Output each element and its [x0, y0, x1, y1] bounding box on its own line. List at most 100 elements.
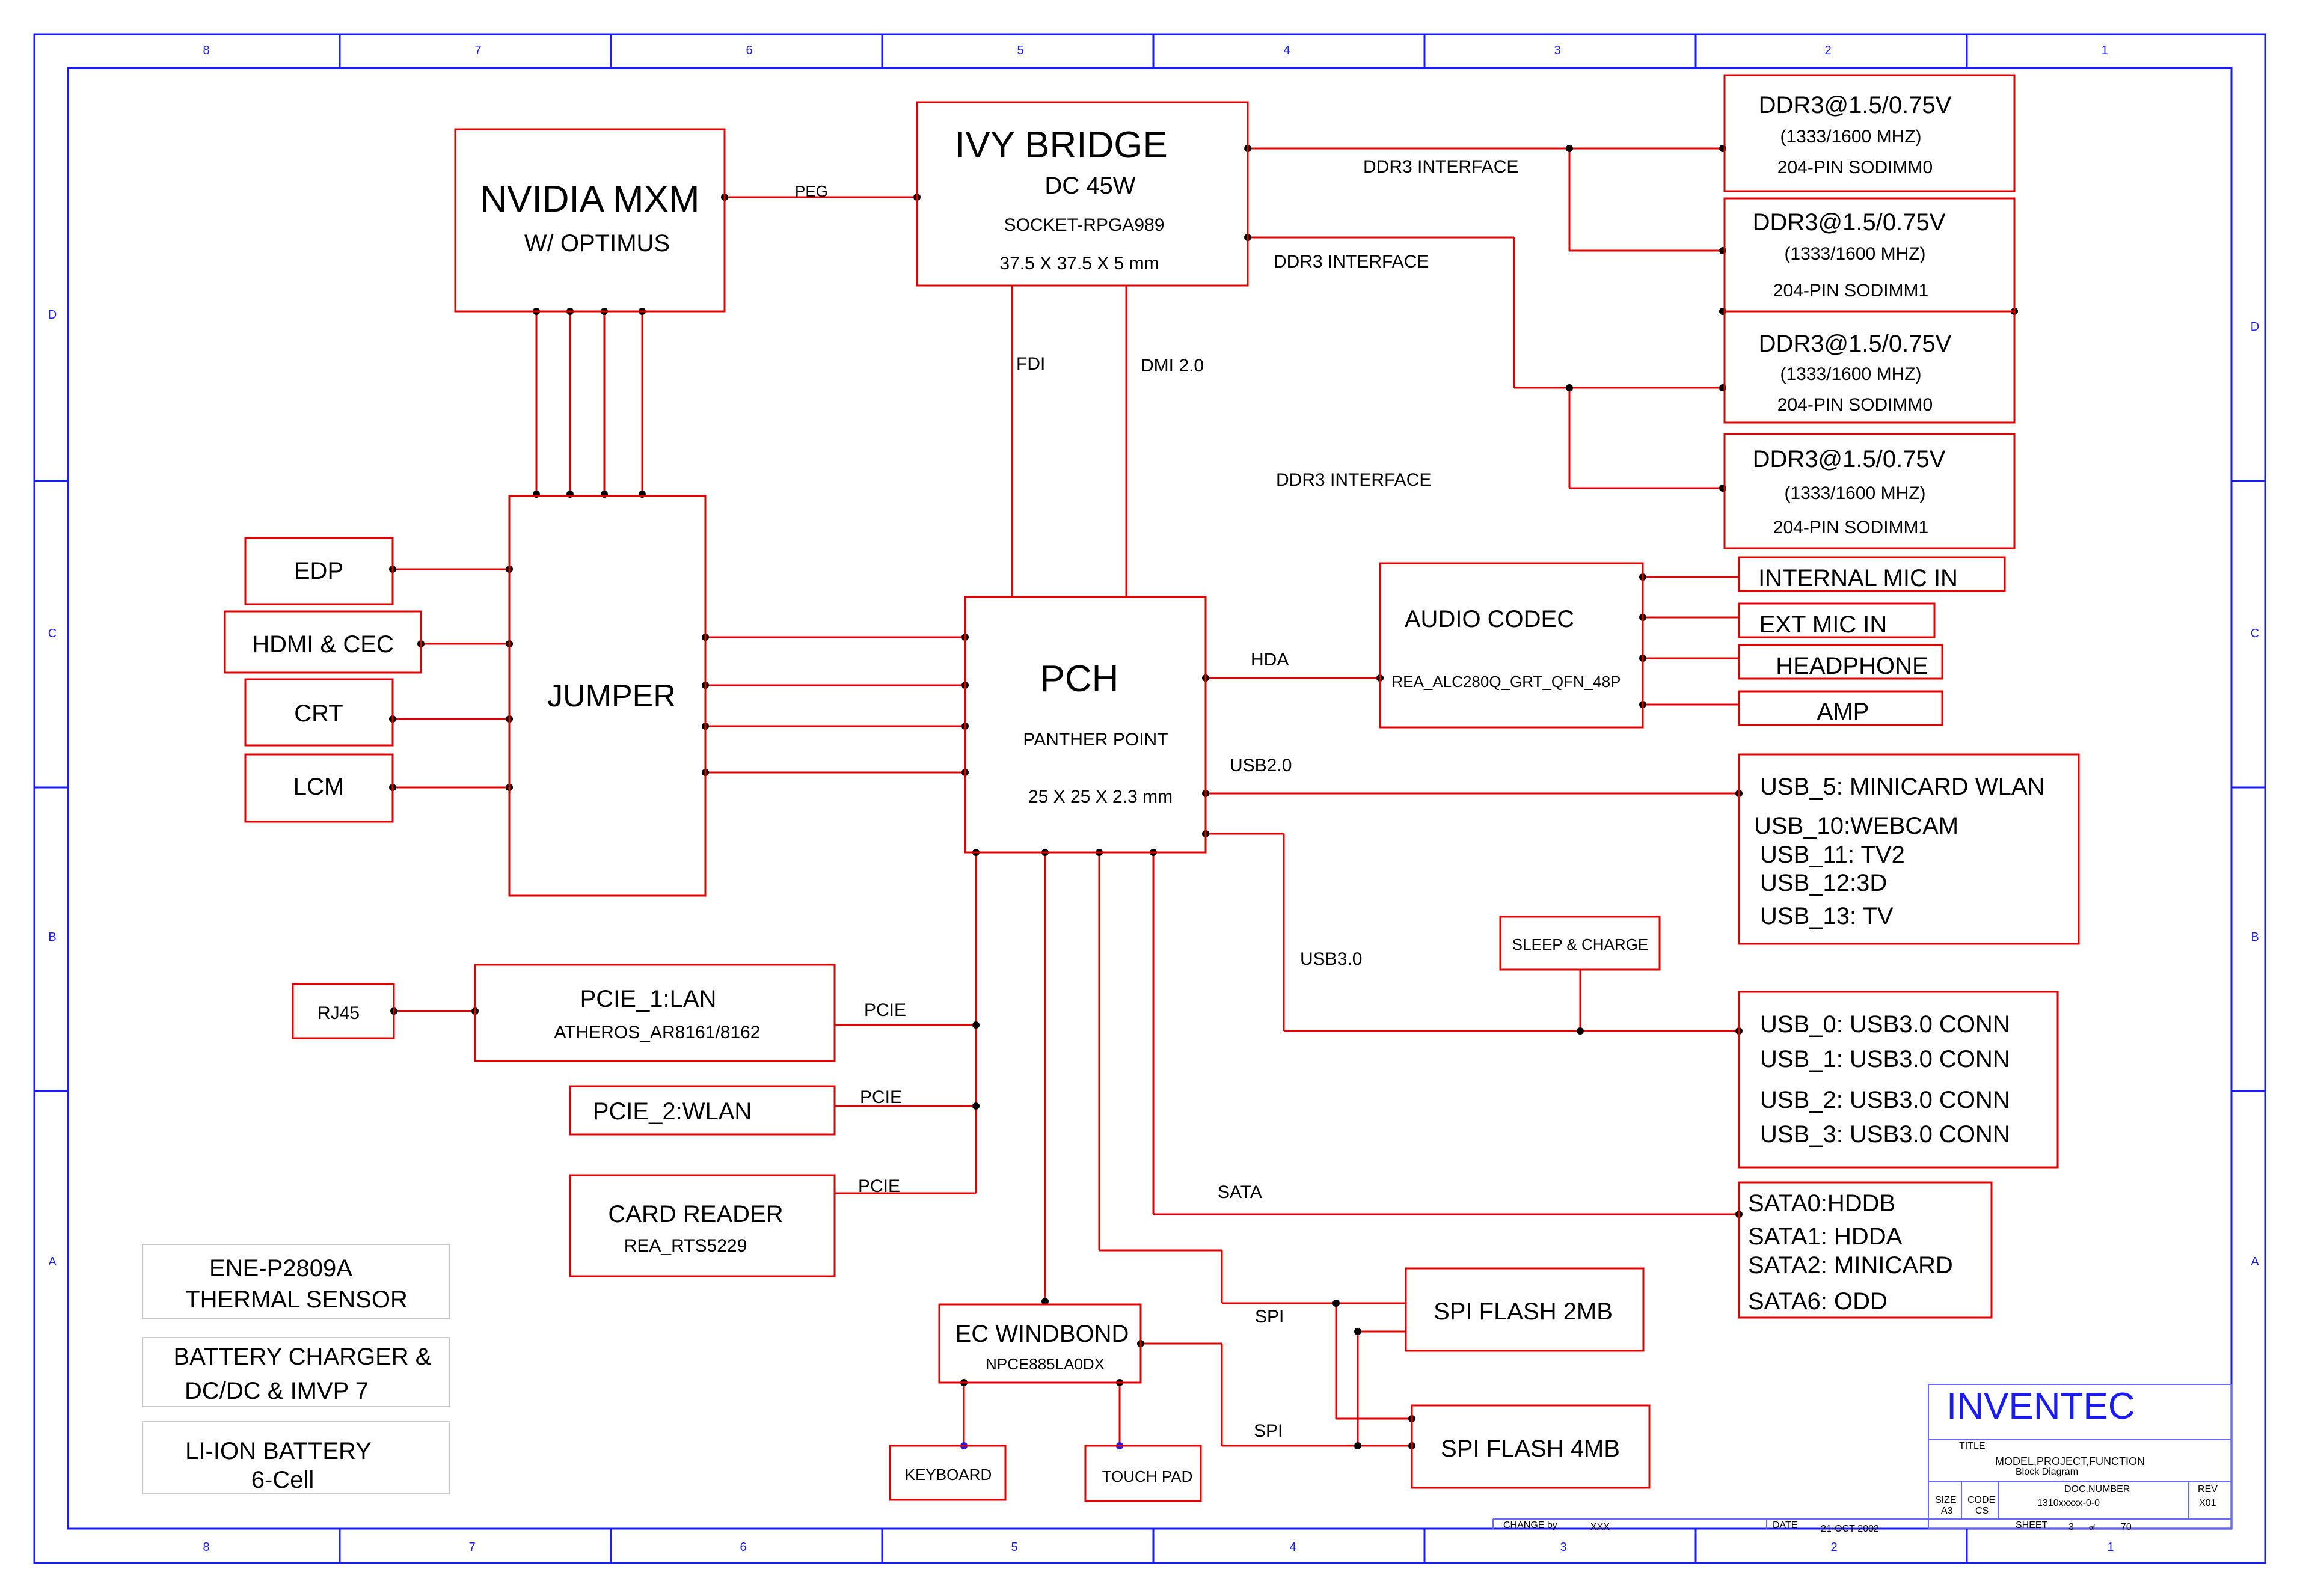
zone-label-row: A [2251, 1255, 2259, 1268]
signal-labels: PEG DDR3 INTERFACE DDR3 INTERFACE DDR3 I… [795, 157, 1518, 1441]
ext-mic-label: EXT MIC IN [1759, 611, 1888, 638]
nvidia-mxm-block: NVIDIA MXM W/ OPTIMUS [454, 128, 726, 313]
drawing-subtitle: Block Diagram [2016, 1467, 2078, 1477]
code-value: CS [1975, 1506, 1989, 1516]
charger-label: BATTERY CHARGER & [174, 1344, 432, 1370]
battery-label: LI-ION BATTERY [185, 1438, 372, 1464]
spi-flash-4mb-block: SPI FLASH 4MB [1411, 1404, 1651, 1489]
lcm-label: LCM [293, 774, 344, 800]
audio-title: AUDIO CODEC [1405, 606, 1574, 632]
zone-label-col: 1 [2107, 1541, 2114, 1554]
usb3-item: USB_2: USB3.0 CONN [1760, 1087, 2010, 1113]
nvidia-title: NVIDIA MXM [480, 179, 699, 220]
battery-charger-block: BATTERY CHARGER & DC/DC & IMVP 7 [142, 1337, 450, 1407]
inner-border [67, 67, 2233, 1530]
zone-label-col: 3 [1554, 44, 1560, 57]
title-block: INVENTEC TITLE MODEL,PROJECT,FUNCTION Bl… [1492, 1384, 2232, 1534]
zone-label-row: A [48, 1255, 57, 1268]
zone-label-col: 4 [1289, 1541, 1296, 1554]
thermal-label: THERMAL SENSOR [185, 1286, 408, 1313]
lcm-block: LCM [244, 753, 394, 823]
zone-label-col: 4 [1283, 44, 1290, 57]
amp-block: AMP [1738, 690, 1943, 726]
usb2-devices-block: USB_5: MINICARD WLAN USB_10:WEBCAM USB_1… [1738, 753, 2080, 945]
drawing-frame: 8 7 6 5 4 3 2 1 8 7 6 5 4 3 2 1 D D C C … [33, 33, 2266, 1564]
pcie-label: PCIE [860, 1087, 902, 1107]
ddr3-interface-label: DDR3 INTERFACE [1276, 470, 1431, 490]
ddr3-speed: (1333/1600 MHZ) [1780, 364, 1921, 384]
touchpad-label: TOUCH PAD [1102, 1467, 1193, 1485]
ext-mic-block: EXT MIC IN [1738, 602, 1936, 638]
pch-title: PCH [1040, 658, 1119, 700]
sata-item: SATA0:HDDB [1748, 1190, 1895, 1217]
peg-label: PEG [795, 182, 828, 200]
usb3-item: USB_1: USB3.0 CONN [1760, 1046, 2010, 1072]
pcie-label: PCIE [858, 1176, 900, 1196]
internal-mic-block: INTERNAL MIC IN [1738, 556, 2006, 592]
jumper-label: JUMPER [547, 679, 676, 714]
of-label: of [2089, 1523, 2096, 1532]
thermal-part: ENE-P2809A [209, 1255, 352, 1282]
zone-label-col: 6 [746, 44, 752, 57]
ivy-bridge-block: IVY BRIDGE DC 45W SOCKET-RPGA989 37.5 X … [916, 101, 1249, 287]
usb3-devices-block: USB_0: USB3.0 CONN USB_1: USB3.0 CONN US… [1738, 991, 2059, 1169]
nvidia-sub: W/ OPTIMUS [524, 230, 670, 257]
ivy-socket: SOCKET-RPGA989 [1004, 215, 1165, 235]
date-label: DATE [1773, 1520, 1797, 1530]
ec-title: EC WINDBOND [955, 1321, 1129, 1347]
ddr3-voltage: DDR3@1.5/0.75V [1759, 331, 1952, 357]
ivy-size: 37.5 X 37.5 X 5 mm [999, 254, 1159, 274]
zone-label-col: 5 [1017, 44, 1023, 57]
ddr3-block: DDR3@1.5/0.75V (1333/1600 MHZ) 204-PIN S… [1723, 433, 2016, 549]
spi-label: SPI [1255, 1307, 1284, 1327]
zone-label-col: 7 [474, 44, 481, 57]
sata-item: SATA2: MINICARD [1748, 1252, 1953, 1279]
sleep-charge-block: SLEEP & CHARGE [1499, 916, 1661, 971]
audio-part: REA_ALC280Q_GRT_QFN_48P [1391, 673, 1621, 691]
wlan-block: PCIE_2:WLAN [569, 1085, 836, 1136]
fdi-label: FDI [1016, 354, 1045, 374]
sheet-label: SHEET [2016, 1520, 2048, 1530]
ddr3-block: DDR3@1.5/0.75V (1333/1600 MHZ) 204-PIN S… [1723, 310, 2016, 424]
zone-label-row: D [48, 308, 57, 322]
card-reader-block: CARD READER REA_RTS5229 [569, 1174, 836, 1277]
internal-mic-label: INTERNAL MIC IN [1758, 565, 1958, 592]
size-label: SIZE [1935, 1495, 1957, 1505]
ddr3-speed: (1333/1600 MHZ) [1780, 127, 1921, 147]
hdmi-block: HDMI & CEC [224, 610, 422, 674]
spi-label: SPI [1254, 1421, 1283, 1441]
card-reader-title: CARD READER [608, 1201, 783, 1228]
zone-label-col: 8 [203, 1541, 209, 1554]
date-value: 21-OCT-2002 [1821, 1524, 1879, 1534]
rev-value: X01 [2199, 1498, 2216, 1508]
ddr3-interface-label: DDR3 INTERFACE [1274, 252, 1429, 272]
ivy-power: DC 45W [1044, 173, 1135, 199]
column-dividers [339, 34, 1968, 1563]
usb3-item: USB_0: USB3.0 CONN [1760, 1011, 2010, 1038]
sleep-charge-label: SLEEP & CHARGE [1512, 935, 1648, 953]
touchpad-block: TOUCH PAD [1084, 1445, 1202, 1502]
lan-part: ATHEROS_AR8161/8162 [554, 1023, 761, 1042]
keyboard-block: KEYBOARD [889, 1445, 1007, 1501]
ec-block: EC WINDBOND NPCE885LA0DX [938, 1303, 1142, 1384]
zone-label-col: 7 [468, 1541, 475, 1554]
ddr3-voltage: DDR3@1.5/0.75V [1759, 92, 1952, 118]
sata-label: SATA [1218, 1182, 1262, 1202]
pch-block: PCH PANTHER POINT 25 X 25 X 2.3 mm [964, 596, 1207, 854]
edp-label: EDP [294, 558, 343, 584]
spi-flash-2mb-block: SPI FLASH 2MB [1405, 1267, 1645, 1352]
hdmi-label: HDMI & CEC [252, 631, 394, 658]
of-value: 70 [2121, 1522, 2132, 1532]
zone-label-col: 5 [1011, 1541, 1017, 1554]
spi-flash-4mb-label: SPI FLASH 4MB [1441, 1435, 1620, 1462]
crt-block: CRT [244, 678, 394, 747]
zone-label-row: C [48, 627, 57, 640]
zone-label-row: D [2251, 320, 2259, 334]
sata-item: SATA6: ODD [1748, 1288, 1888, 1315]
lan-title: PCIE_1:LAN [580, 986, 717, 1012]
zone-label-col: 2 [1830, 1541, 1837, 1554]
pch-codename: PANTHER POINT [1023, 730, 1168, 750]
ivy-title: IVY BRIDGE [955, 124, 1168, 166]
change-by-label: CHANGE by [1503, 1520, 1557, 1530]
